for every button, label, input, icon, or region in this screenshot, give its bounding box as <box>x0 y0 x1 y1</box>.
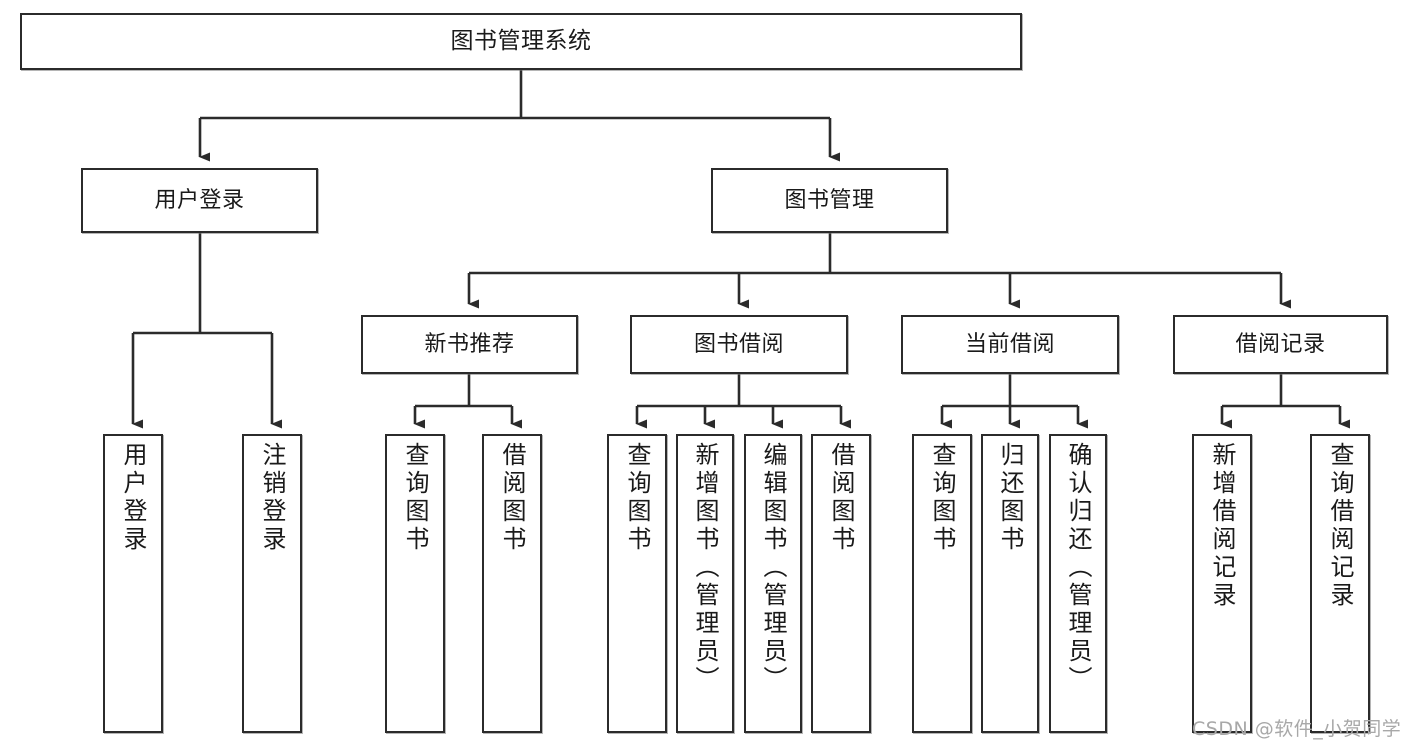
node-label: 借阅图书 <box>498 442 526 554</box>
node-root-book-management-system[interactable]: 图书管理系统 <box>20 13 1022 70</box>
node-book-management[interactable]: 图书管理 <box>711 168 948 233</box>
node-label: 注销登录 <box>258 442 286 554</box>
leaf-new-book-borrow[interactable]: 借阅图书 <box>482 434 542 733</box>
node-label: 编辑图书（管理员） <box>759 442 787 694</box>
node-label: 图书管理系统 <box>450 27 592 54</box>
leaf-borrow-record-query[interactable]: 查询借阅记录 <box>1310 434 1370 733</box>
leaf-current-borrow-confirm-admin[interactable]: 确认归还（管理员） <box>1049 434 1107 733</box>
node-label: 新增图书（管理员） <box>691 442 719 694</box>
node-label: 图书管理 <box>784 187 875 213</box>
node-label: 借阅记录 <box>1235 331 1326 357</box>
node-label: 新书推荐 <box>424 331 515 357</box>
node-borrow-record[interactable]: 借阅记录 <box>1173 315 1388 374</box>
node-label: 图书借阅 <box>693 331 784 357</box>
node-current-borrow[interactable]: 当前借阅 <box>901 315 1119 374</box>
leaf-book-borrow-edit-admin[interactable]: 编辑图书（管理员） <box>744 434 802 733</box>
node-label: 查询图书 <box>928 442 956 554</box>
leaf-new-book-query[interactable]: 查询图书 <box>385 434 445 733</box>
node-label: 归还图书 <box>996 442 1024 554</box>
node-label: 当前借阅 <box>964 331 1055 357</box>
node-user-login[interactable]: 用户登录 <box>81 168 318 233</box>
leaf-current-borrow-return[interactable]: 归还图书 <box>981 434 1039 733</box>
leaf-current-borrow-query[interactable]: 查询图书 <box>912 434 972 733</box>
node-new-book-recommend[interactable]: 新书推荐 <box>361 315 578 374</box>
node-label: 用户登录 <box>119 442 147 554</box>
leaf-book-borrow-borrow[interactable]: 借阅图书 <box>811 434 871 733</box>
node-label: 新增借阅记录 <box>1208 442 1236 610</box>
node-label: 查询图书 <box>623 442 651 554</box>
node-label: 用户登录 <box>154 187 245 213</box>
leaf-borrow-record-add[interactable]: 新增借阅记录 <box>1192 434 1252 733</box>
node-label: 借阅图书 <box>827 442 855 554</box>
leaf-book-borrow-query[interactable]: 查询图书 <box>607 434 667 733</box>
watermark-text: CSDN @软件_小贺同学 <box>1192 718 1402 740</box>
node-book-borrow[interactable]: 图书借阅 <box>630 315 848 374</box>
node-label: 查询借阅记录 <box>1326 442 1354 610</box>
node-label: 查询图书 <box>401 442 429 554</box>
leaf-book-borrow-add-admin[interactable]: 新增图书（管理员） <box>676 434 734 733</box>
leaf-user-login-signin[interactable]: 用户登录 <box>103 434 163 733</box>
leaf-user-login-signout[interactable]: 注销登录 <box>242 434 302 733</box>
node-label: 确认归还（管理员） <box>1064 442 1092 694</box>
